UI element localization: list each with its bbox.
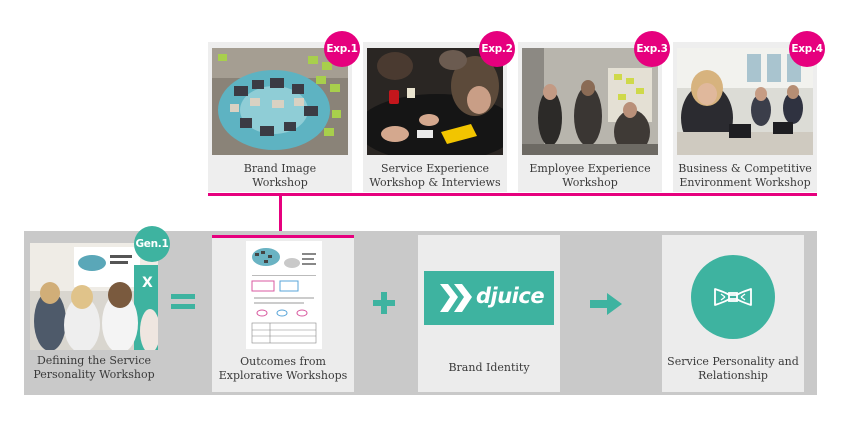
- outcomes-box: Outcomes from Explorative Workshops: [212, 238, 354, 392]
- bow-tie-icon: [691, 255, 775, 339]
- explorative-connector-line: [208, 193, 817, 196]
- outcomes-document-thumbnail: [246, 241, 322, 349]
- service-personality-caption: Service Personality and Relationship: [662, 355, 804, 383]
- service-experience-workshop-photo: [367, 48, 503, 155]
- outcomes-title: Outcomes from: [240, 355, 326, 368]
- vertical-connector-line: [279, 195, 282, 235]
- plus-icon: [373, 292, 395, 314]
- employee-experience-subtitle: Workshop: [562, 176, 618, 189]
- service-personality-subtitle: Relationship: [698, 369, 768, 382]
- employee-experience-title: Employee Experience: [529, 162, 651, 175]
- defining-service-personality-photo: X: [30, 243, 158, 350]
- business-competitive-caption: Business & Competitive Environment Works…: [673, 162, 817, 190]
- exp-card-brand-image: Brand Image Workshop Exp.1: [208, 31, 360, 192]
- service-personality-title: Service Personality and: [667, 355, 799, 368]
- employee-experience-caption: Employee Experience Workshop: [518, 162, 662, 190]
- defining-service-title: Defining the Service: [36, 354, 152, 367]
- service-experience-title: Service Experience: [380, 162, 490, 175]
- service-personality-box: Service Personality and Relationship: [662, 235, 804, 392]
- defining-service-personality-caption: Defining the Service Personality Worksho…: [22, 354, 166, 382]
- outcomes-caption: Outcomes from Explorative Workshops: [212, 355, 354, 383]
- brand-image-subtitle: Workshop: [252, 176, 308, 189]
- business-competitive-title: Business & Competitive: [678, 162, 812, 175]
- brand-image-workshop-photo: [212, 48, 348, 155]
- equals-icon: [171, 294, 195, 309]
- outcomes-subtitle: Explorative Workshops: [218, 369, 348, 382]
- brand-identity-box: djuice Brand Identity: [418, 235, 560, 392]
- exp-card-service-experience: Service Experience Workshop & Interviews…: [363, 31, 515, 192]
- exp1-badge: Exp.1: [324, 31, 360, 67]
- business-competitive-workshop-photo: [677, 48, 813, 155]
- brand-image-title: Brand Image: [243, 162, 317, 175]
- arrow-right-icon: [590, 293, 622, 315]
- brand-identity-label: Brand Identity: [448, 361, 530, 374]
- service-experience-caption: Service Experience Workshop & Interviews: [363, 162, 507, 190]
- exp3-badge: Exp.3: [634, 31, 670, 67]
- djuice-logo-icon: [440, 284, 472, 312]
- svg-text:X: X: [142, 275, 153, 291]
- gen1-badge: Gen.1: [134, 226, 170, 262]
- djuice-logo: djuice: [424, 271, 554, 325]
- exp2-badge: Exp.2: [479, 31, 515, 67]
- business-competitive-subtitle: Environment Workshop: [679, 176, 811, 189]
- employee-experience-workshop-photo: [522, 48, 658, 155]
- djuice-logo-text: djuice: [476, 284, 545, 308]
- defining-service-subtitle: Personality Workshop: [33, 368, 155, 381]
- exp4-badge: Exp.4: [789, 31, 825, 67]
- service-experience-subtitle: Workshop & Interviews: [369, 176, 501, 189]
- exp-card-business-competitive: Business & Competitive Environment Works…: [673, 31, 825, 192]
- brand-image-caption: Brand Image Workshop: [208, 162, 352, 190]
- exp-card-employee-experience: Employee Experience Workshop Exp.3: [518, 31, 670, 192]
- outcomes-top-line: [212, 235, 354, 238]
